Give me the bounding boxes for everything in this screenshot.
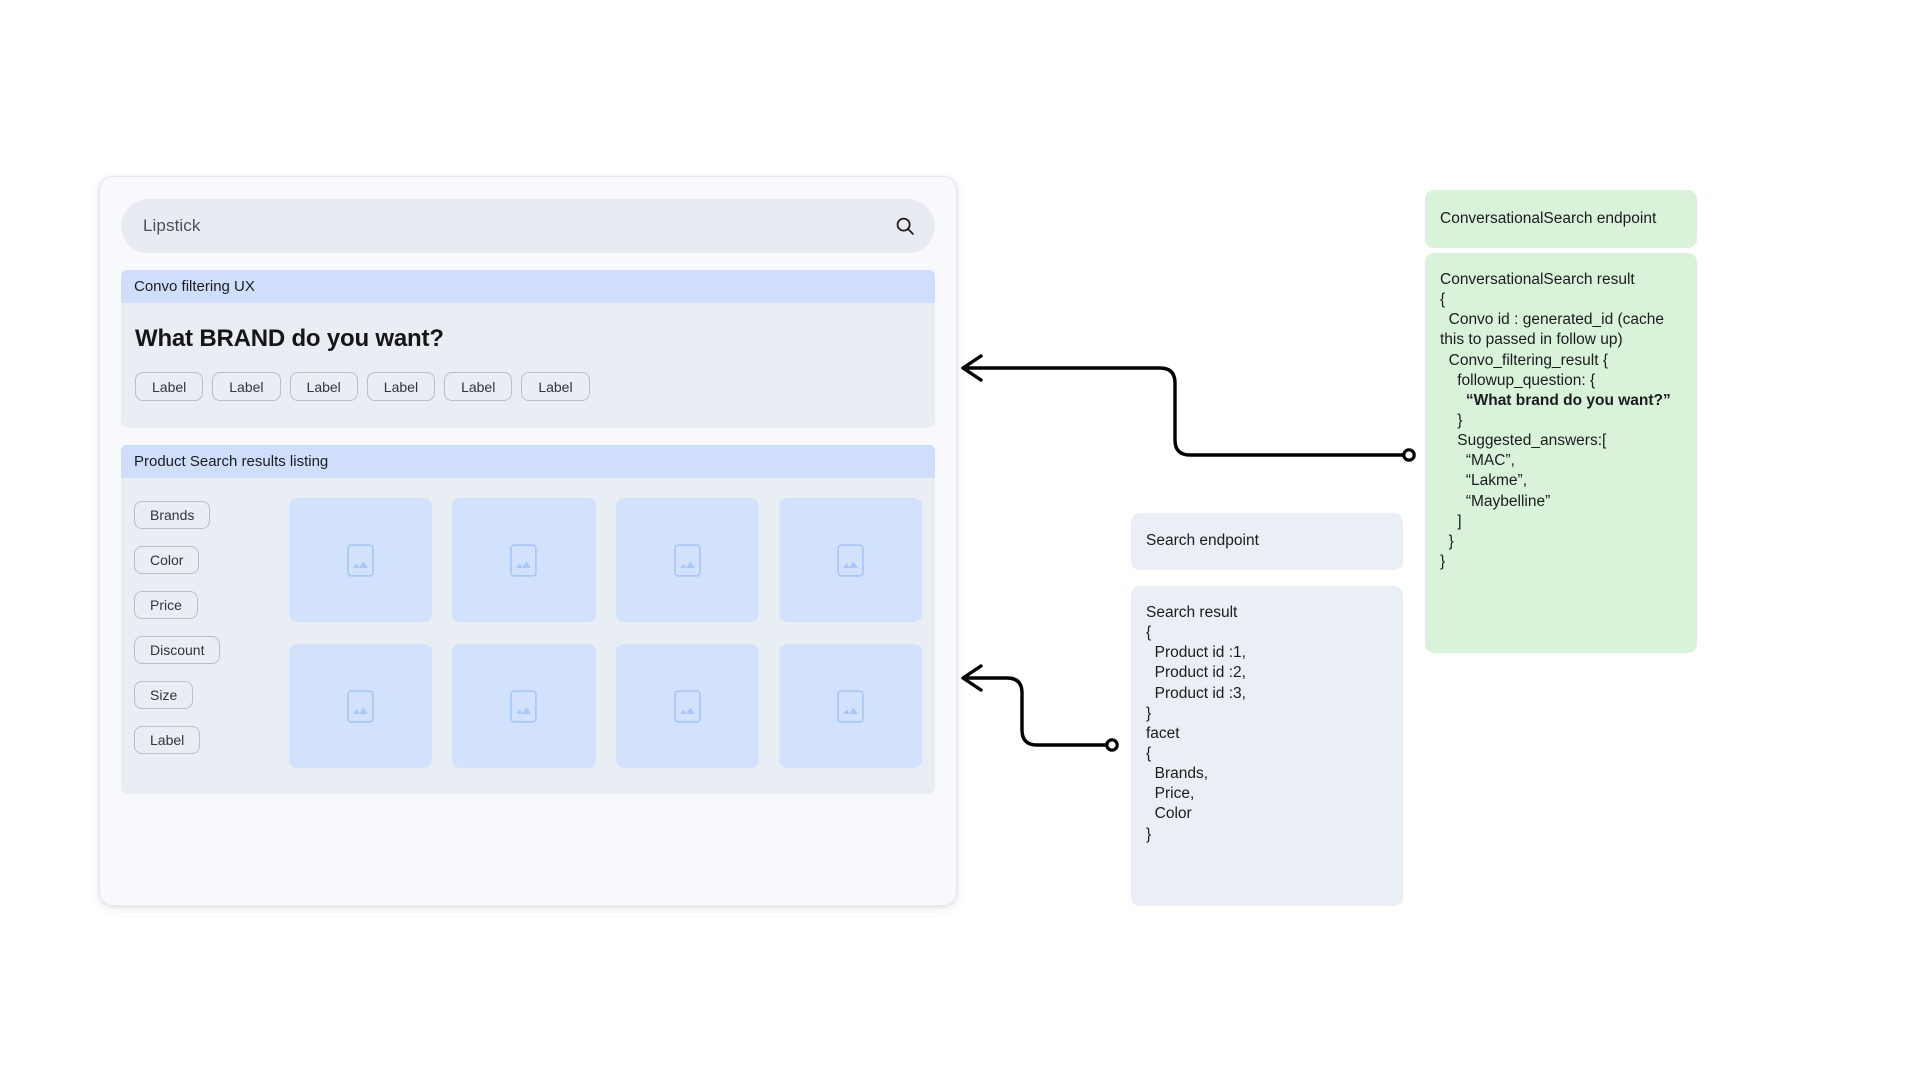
code-line: } [1440, 552, 1446, 570]
code-line: Suggested_answers:[ [1440, 432, 1607, 450]
conversational-search-endpoint-panel: ConversationalSearch endpoint [1425, 190, 1697, 248]
search-input[interactable]: Lipstick [143, 216, 201, 235]
conversational-search-result-panel: ConversationalSearch result { Convo id : … [1425, 253, 1697, 653]
code-line: Brands, [1146, 765, 1209, 783]
product-card[interactable] [615, 644, 759, 768]
code-line: Convo id : generated_id (cache this to p… [1440, 311, 1669, 349]
product-card[interactable] [452, 644, 596, 768]
image-placeholder-icon [510, 689, 538, 723]
code-line: Product id :1, [1146, 644, 1246, 662]
code-line: Convo_filtering_result { [1440, 351, 1609, 369]
code-line: ] [1440, 512, 1462, 530]
code-line: facet [1146, 724, 1180, 742]
code-line: “MAC”, [1440, 452, 1515, 470]
suggested-chip[interactable]: Label [366, 372, 436, 401]
code-line: Color [1146, 805, 1192, 823]
suggested-chip[interactable]: Label [521, 372, 590, 401]
facet-chip-size[interactable]: Size [134, 681, 194, 709]
connector-endpoint-dot [1105, 738, 1119, 752]
code-line: } [1146, 704, 1152, 722]
suggested-chip[interactable]: Label [289, 372, 358, 401]
convo-section-header: Convo filtering UX [121, 270, 935, 303]
code-line: { [1440, 291, 1446, 309]
code-line: Price, [1146, 785, 1195, 803]
code-line: } [1146, 825, 1152, 843]
suggested-chip[interactable]: Label [444, 372, 513, 401]
facet-chip-label[interactable]: Label [134, 726, 201, 754]
listing-section-header-label: Product Search results listing [134, 453, 329, 470]
facet-filter-list: Brands Color Price Discount Size Label [134, 495, 289, 768]
code-line: followup_question: { [1440, 371, 1596, 389]
search-bar[interactable]: Lipstick [121, 199, 935, 253]
facet-chip-price[interactable]: Price [134, 591, 198, 619]
suggested-chip[interactable]: Label [212, 372, 281, 401]
followup-question: What BRAND do you want? [135, 325, 444, 352]
product-card[interactable] [778, 644, 922, 768]
search-icon[interactable] [894, 215, 916, 237]
code-line: } [1440, 411, 1463, 429]
code-line: “Maybelline” [1440, 492, 1551, 510]
image-placeholder-icon [510, 543, 538, 577]
product-listing-section: Product Search results listing Brands Co… [121, 445, 935, 794]
connector-endpoint-dot [1402, 448, 1416, 462]
ux-mockup-card: Lipstick Convo filtering UX What BRAND d… [99, 176, 957, 906]
code-line: Product id :3, [1146, 684, 1246, 702]
suggested-answer-chips: Label Label Label Label Label Label [135, 372, 921, 401]
connector-search [961, 664, 1112, 747]
code-line: Search result [1146, 604, 1238, 621]
product-grid [289, 495, 922, 768]
convo-section-header-label: Convo filtering UX [134, 278, 255, 295]
search-result-panel: Search result { Product id :1, Product id… [1131, 586, 1403, 906]
suggested-chip[interactable]: Label [135, 372, 204, 401]
image-placeholder-icon [347, 543, 374, 577]
product-card[interactable] [615, 498, 759, 622]
search-endpoint-panel: Search endpoint [1131, 513, 1403, 570]
convo-filtering-section: Convo filtering UX What BRAND do you wan… [121, 270, 935, 428]
code-line: ConversationalSearch result [1440, 271, 1635, 288]
connector-conversational [961, 354, 1410, 457]
image-placeholder-icon [837, 543, 864, 577]
facet-chip-color[interactable]: Color [134, 546, 200, 574]
image-placeholder-icon [347, 689, 374, 723]
code-line: “What brand do you want?” [1440, 391, 1671, 409]
convo-section-body: What BRAND do you want? Label Label Labe… [121, 303, 935, 428]
code-line: Product id :2, [1146, 664, 1246, 682]
facet-chip-brands[interactable]: Brands [134, 501, 211, 529]
product-card[interactable] [289, 644, 433, 768]
conversational-search-endpoint-title: ConversationalSearch endpoint [1440, 209, 1657, 227]
search-endpoint-title: Search endpoint [1146, 532, 1259, 550]
product-card[interactable] [778, 498, 922, 622]
image-placeholder-icon [673, 543, 701, 577]
product-card[interactable] [452, 498, 596, 622]
code-line: “Lakme”, [1440, 472, 1527, 490]
code-line: } [1440, 532, 1454, 550]
image-placeholder-icon [673, 689, 701, 723]
listing-section-body: Brands Color Price Discount Size Label [121, 478, 935, 794]
listing-section-header: Product Search results listing [121, 445, 935, 478]
code-line: { [1146, 744, 1152, 762]
facet-chip-discount[interactable]: Discount [134, 636, 221, 664]
image-placeholder-icon [837, 689, 864, 723]
code-line: { [1146, 624, 1152, 642]
product-card[interactable] [289, 498, 433, 622]
